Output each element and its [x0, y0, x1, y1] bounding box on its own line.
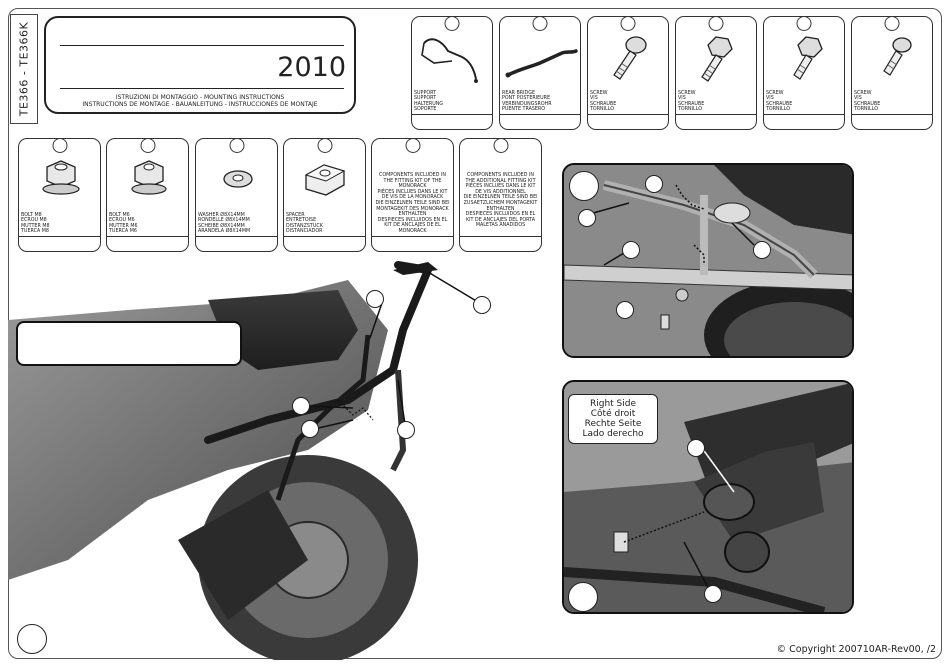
part-spacer: SPACER ENTRETOISE DISTANZSTUCK DISTANCIA… [283, 138, 366, 252]
socket-screw-icon [613, 36, 647, 80]
flange-nut-icon [42, 160, 80, 195]
right-side-note: Right Side Côté droit Rechte Seite Lado … [568, 394, 658, 444]
detail-photo-upper [564, 165, 852, 356]
part-label: BOLT M8 ECROU M8 MUTTER M8 TUERCA M8 [21, 212, 50, 235]
part-footer-rule [460, 236, 541, 237]
part-number-circle [708, 16, 724, 31]
right-side-line-fr: Côté droit [590, 409, 636, 419]
right-side-line-de: Rechte Seite [584, 419, 642, 429]
part-footer-rule [196, 236, 277, 237]
part-number-circle [52, 138, 67, 153]
part-footer-rule [764, 114, 844, 115]
part-footer-rule [500, 114, 580, 115]
right-side-line-en: Right Side [589, 399, 637, 409]
product-code: TE366 - TE366K [10, 14, 38, 124]
part-label: SCREW VIS SCHRAUBE TORNILLO [590, 90, 617, 113]
instructions-line-1: ISTRUZIONI DI MONTAGGIO - MOUNTING INSTR… [115, 94, 285, 101]
instructions-heading: ISTRUZIONI DI MONTAGGIO - MOUNTING INSTR… [46, 94, 354, 108]
part-screw-2: SCREW VIS SCHRAUBE TORNILLO [675, 16, 757, 130]
hex-screw-icon [701, 36, 733, 82]
callout-circle [687, 439, 705, 457]
info-box-monorack-kit: COMPONENTS INCLUDED IN THE FITTING KIT O… [371, 138, 454, 252]
step-number-circle [568, 582, 598, 612]
info-box-additional-kit: COMPONENTS INCLUDED IN THE ADDITIONAL FI… [459, 138, 542, 252]
hex-screw-icon [793, 36, 823, 80]
detail-frame-upper [562, 163, 854, 358]
part-label: SUPPORT SUPPORT HALTERUNG SOPORTE [414, 90, 444, 113]
note-box [16, 321, 242, 366]
support-bracket-icon [421, 38, 478, 83]
part-footer-rule [412, 114, 492, 115]
part-footer-rule [107, 236, 188, 237]
part-bolt-m6: BOLT M6 ECROU M6 MUTTER M6 TUERCA M6 [106, 138, 189, 252]
callout-circle [473, 296, 491, 314]
part-number-circle [229, 138, 244, 153]
part-label: REAR BRIDGE PONT POSTERIEURE VERBINDUNGS… [502, 90, 552, 113]
part-number-circle [140, 138, 155, 153]
part-label: SCREW VIS SCHRAUBE TORNILLO [854, 90, 881, 113]
right-side-line-es: Lado derecho [582, 429, 644, 439]
part-label: WASHER Ø8x14mm RONDELLE Ø8x14mm SCHEIBE … [198, 212, 251, 235]
part-footer-rule [372, 236, 453, 237]
part-screw-4: SCREW VIS SCHRAUBE TORNILLO [851, 16, 933, 130]
step-number-circle [17, 624, 47, 654]
part-footer-rule [284, 236, 365, 237]
callout-circle [622, 241, 640, 259]
part-rear-bridge: REAR BRIDGE PONT POSTERIEURE VERBINDUNGS… [499, 16, 581, 130]
part-number-circle [317, 138, 332, 153]
callout-circle [578, 209, 596, 227]
callout-circle [292, 397, 310, 415]
part-number-circle [493, 138, 508, 153]
part-number-circle [444, 16, 460, 31]
part-number-circle [405, 138, 420, 153]
socket-screw-icon [883, 37, 912, 76]
part-number-circle [620, 16, 636, 31]
part-footer-rule [19, 236, 100, 237]
title-box: 2010 ISTRUZIONI DI MONTAGGIO - MOUNTING … [44, 16, 356, 114]
part-number-circle [796, 16, 812, 31]
part-footer-rule [676, 114, 756, 115]
part-support: SUPPORT SUPPORT HALTERUNG SOPORTE [411, 16, 493, 130]
step-number-circle [569, 171, 599, 201]
instructions-line-2: INSTRUCTIONS DE MONTAGE - BAUANLEITUNG -… [82, 101, 318, 108]
callout-circle [704, 585, 722, 603]
copyright-text: © Copyright 200710AR-Rev00, /2 [776, 644, 936, 655]
part-footer-rule [588, 114, 668, 115]
part-label: SCREW VIS SCHRAUBE TORNILLO [766, 90, 793, 113]
detail-frame-lower: Right Side Côté droit Rechte Seite Lado … [562, 380, 854, 614]
info-box-text: COMPONENTS INCLUDED IN THE FITTING KIT O… [375, 173, 450, 234]
callout-circle [645, 175, 663, 193]
washer-icon [223, 170, 253, 188]
callout-circle [301, 420, 319, 438]
part-screw-1: SCREW VIS SCHRAUBE TORNILLO [587, 16, 669, 130]
callout-circle [366, 290, 384, 308]
hex-spacer-icon [304, 164, 346, 196]
part-washer: WASHER Ø8x14mm RONDELLE Ø8x14mm SCHEIBE … [195, 138, 278, 252]
callout-circle [397, 421, 415, 439]
callout-circle [753, 241, 771, 259]
part-screw-3: SCREW VIS SCHRAUBE TORNILLO [763, 16, 845, 130]
rear-bridge-icon [505, 49, 578, 78]
part-label: SPACER ENTRETOISE DISTANZSTUCK DISTANCIA… [286, 212, 323, 235]
part-label: SCREW VIS SCHRAUBE TORNILLO [678, 90, 705, 113]
title-rule-top [60, 45, 344, 46]
product-code-text: TE366 - TE366K [17, 21, 31, 117]
part-label: BOLT M6 ECROU M6 MUTTER M6 TUERCA M6 [109, 212, 138, 235]
part-number-circle [884, 16, 900, 31]
part-number-circle [532, 16, 548, 31]
callout-circle [616, 301, 634, 319]
title-rule-bottom [60, 88, 344, 89]
flange-nut-icon [131, 160, 167, 195]
part-bolt-m8: BOLT M8 ECROU M8 MUTTER M8 TUERCA M8 [18, 138, 101, 252]
info-box-text: COMPONENTS INCLUDED IN THE ADDITIONAL FI… [463, 173, 538, 229]
model-year: 2010 [277, 52, 346, 83]
part-footer-rule [852, 114, 932, 115]
